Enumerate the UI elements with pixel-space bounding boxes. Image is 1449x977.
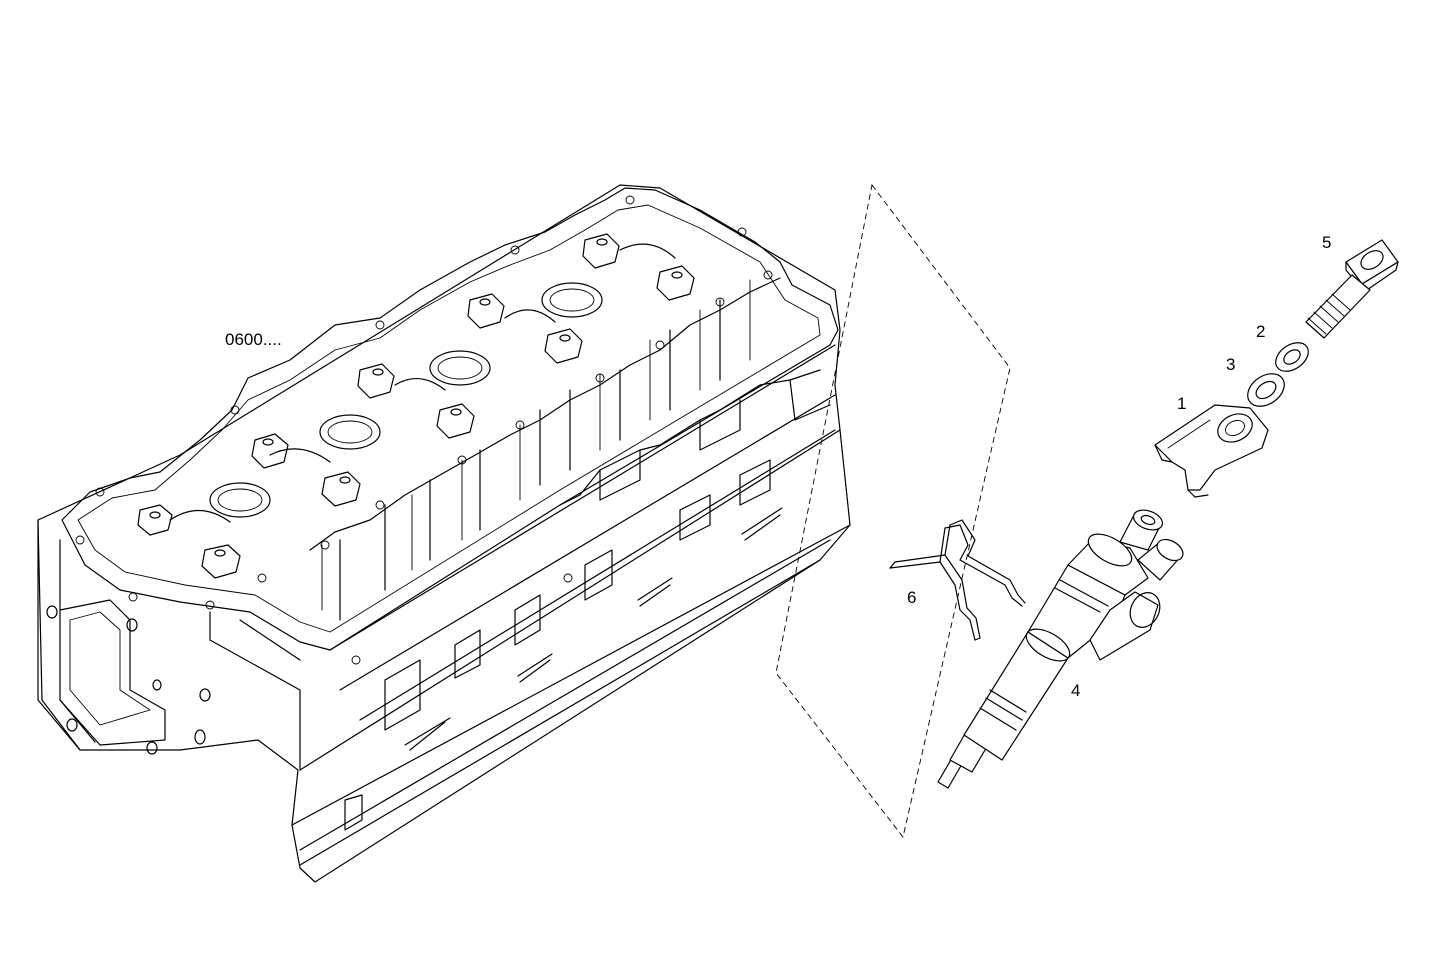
detail-boundary-dashed <box>775 183 1011 839</box>
sealing-washer-part <box>1247 373 1285 407</box>
callout-2: 2 <box>1256 322 1265 341</box>
retaining-spring-clip-part <box>889 519 1026 641</box>
injector-clamp-part <box>1154 404 1269 498</box>
callout-3: 3 <box>1226 355 1235 374</box>
callout-1: 1 <box>1177 394 1186 413</box>
reference-label: 0600.... <box>225 330 282 349</box>
cylinder-head <box>37 184 851 883</box>
socket-head-bolt-part <box>1305 239 1399 339</box>
washer-part <box>1275 342 1309 372</box>
callout-4: 4 <box>1071 681 1080 700</box>
callout-6: 6 <box>907 588 916 607</box>
callout-5: 5 <box>1322 233 1331 252</box>
fuel-injector-part <box>937 509 1184 789</box>
